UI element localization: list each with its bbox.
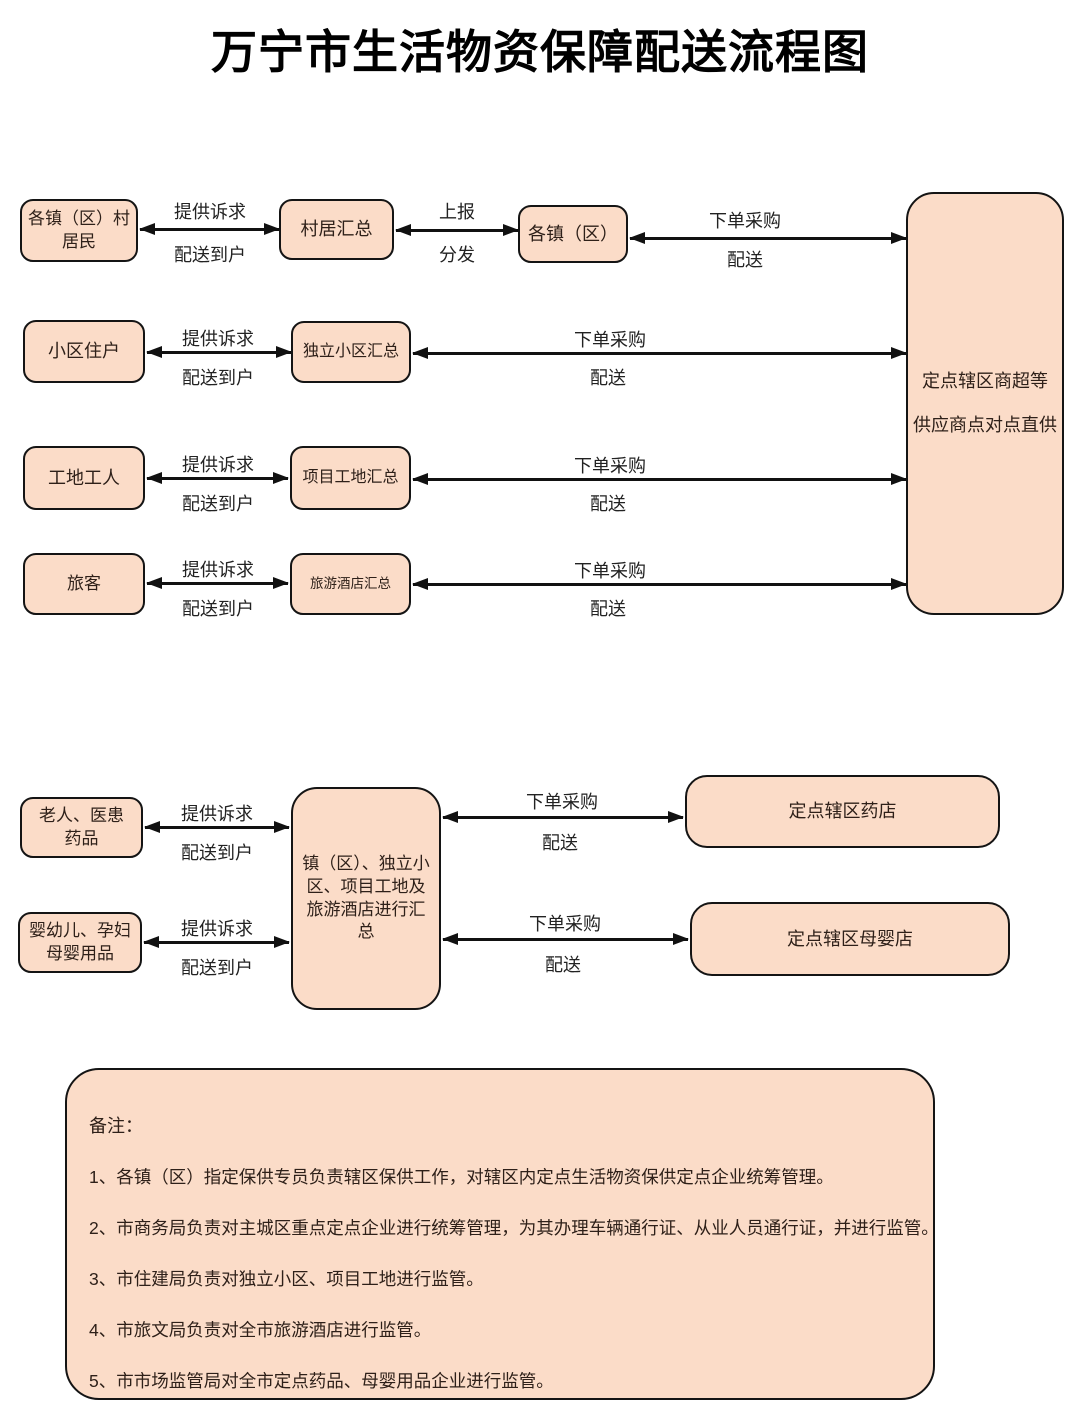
arrow-elderly-lowerhub: [145, 826, 289, 829]
arrow-label-report: 上报: [439, 202, 475, 222]
arrow-label-dispatch: 配送: [590, 599, 626, 619]
notes-box: 备注： 1、各镇（区）指定保供专员负责辖区保供工作，对辖区内定点生活物资保供定点…: [65, 1068, 939, 1400]
node-site-hub: 项目工地汇总: [290, 446, 411, 510]
note-item-3: 3、市住建局负责对独立小区、项目工地进行监管。: [89, 1269, 484, 1289]
arrow-hotelhub-supplier: [413, 583, 906, 586]
arrow-label-dispatch: 配送: [590, 368, 626, 388]
page-title: 万宁市生活物资保障配送流程图: [211, 26, 869, 78]
node-infants: 婴幼儿、孕妇 母婴用品: [18, 912, 142, 973]
note-item-2: 2、市商务局负责对主城区重点定点企业进行统筹管理，为其办理车辆通行证、从业人员通…: [89, 1218, 939, 1238]
node-hotel-hub: 旅游酒店汇总: [290, 553, 411, 615]
arrow-label-dispatch: 配送: [727, 250, 763, 270]
notes-heading: 备注：: [89, 1116, 143, 1136]
arrow-label-order: 下单采购: [709, 211, 781, 231]
node-pharmacy: 定点辖区药店: [685, 775, 1000, 848]
arrow-label-order: 下单采购: [529, 914, 601, 934]
note-item-5: 5、市市场监管局对全市定点药品、母婴用品企业进行监管。: [89, 1371, 554, 1391]
node-lower-hub: 镇（区）、独立小区、项目工地及旅游酒店进行汇总: [291, 787, 441, 1010]
arrow-workers-sitehub: [147, 477, 288, 480]
node-towns: 各镇（区）: [518, 205, 628, 263]
node-community-hub: 独立小区汇总: [291, 321, 411, 383]
arrow-label-dispatch: 配送: [545, 955, 581, 975]
arrow-label-dispatch: 配送: [590, 494, 626, 514]
arrow-label-distribute: 分发: [439, 245, 475, 265]
arrow-label-order: 下单采购: [574, 456, 646, 476]
node-maternity-store: 定点辖区母婴店: [690, 902, 1010, 976]
node-supplier: 定点辖区商超等 供应商点对点直供: [906, 192, 1064, 615]
arrow-lowerhub-maternitystore: [443, 938, 688, 941]
node-village-hub: 村居汇总: [279, 199, 394, 260]
note-item-1: 1、各镇（区）指定保供专员负责辖区保供工作，对辖区内定点生活物资保供定点企业统筹…: [89, 1167, 834, 1187]
arrow-label-deliver-home: 配送到户: [182, 599, 254, 619]
arrow-label-deliver-home: 配送到户: [182, 494, 254, 514]
arrow-label-deliver-home: 配送到户: [181, 958, 253, 978]
arrow-lowerhub-pharmacy: [443, 816, 683, 819]
arrow-label-order: 下单采购: [526, 792, 598, 812]
note-item-4: 4、市旅文局负责对全市旅游酒店进行监管。: [89, 1320, 432, 1340]
arrow-tourists-hotelhub: [147, 582, 288, 585]
arrow-label-order: 下单采购: [574, 561, 646, 581]
arrow-label-request: 提供诉求: [181, 919, 253, 939]
arrow-infants-lowerhub: [144, 941, 289, 944]
arrow-villagehub-towns: [396, 229, 518, 232]
node-elderly-meds: 老人、医患 药品: [20, 797, 143, 858]
arrow-label-request: 提供诉求: [181, 804, 253, 824]
arrow-communityhub-supplier: [413, 352, 906, 355]
arrow-label-request: 提供诉求: [174, 202, 246, 222]
arrow-label-order: 下单采购: [574, 330, 646, 350]
node-tourists: 旅客: [23, 553, 145, 615]
arrow-residents-communityhub: [147, 351, 291, 354]
arrow-villagers-villagehub: [140, 228, 279, 231]
arrow-label-request: 提供诉求: [182, 455, 254, 475]
node-villagers: 各镇（区）村 居民: [20, 199, 138, 262]
node-residents: 小区住户: [23, 320, 145, 383]
arrow-label-deliver-home: 配送到户: [181, 843, 253, 863]
arrow-label-deliver-home: 配送到户: [174, 245, 246, 265]
node-workers: 工地工人: [23, 446, 145, 510]
arrow-label-dispatch: 配送: [542, 833, 578, 853]
arrow-sitehub-supplier: [413, 478, 906, 481]
arrow-label-deliver-home: 配送到户: [182, 368, 254, 388]
arrow-label-request: 提供诉求: [182, 329, 254, 349]
arrow-towns-supplier: [630, 237, 906, 240]
arrow-label-request: 提供诉求: [182, 560, 254, 580]
